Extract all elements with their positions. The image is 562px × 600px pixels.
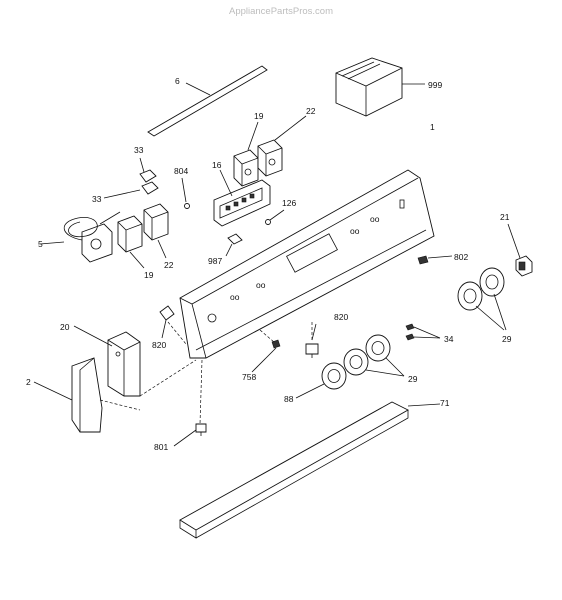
label-16: 16 [212, 160, 222, 170]
clip-987 [225, 233, 243, 257]
label-1: 1 [430, 122, 435, 132]
trim-strip-part [179, 401, 441, 539]
svg-text:oo: oo [350, 226, 360, 236]
label-22a: 22 [306, 106, 316, 116]
label-33b: 33 [92, 194, 102, 204]
label-820a: 820 [152, 340, 166, 350]
label-758: 758 [242, 372, 256, 382]
screw-804 [181, 177, 190, 209]
label-999: 999 [428, 80, 442, 90]
clip-820-left [159, 305, 175, 339]
label-19b: 19 [144, 270, 154, 280]
small-terminal-parts [103, 157, 159, 199]
screws-34 [405, 323, 441, 341]
watermark: AppliancePartsPros.com [229, 6, 333, 17]
screw-802 [417, 255, 453, 265]
svg-text:oo: oo [230, 292, 240, 302]
label-802: 802 [454, 252, 468, 262]
label-29a: 29 [408, 374, 418, 384]
clip-820-center [305, 323, 319, 358]
svg-text:oo: oo [370, 214, 380, 224]
label-5: 5 [38, 239, 43, 249]
label-801: 801 [154, 442, 168, 452]
part-labels: 6 999 19 22 1 33 16 804 33 126 21 5 802 … [26, 76, 512, 452]
screw-126 [265, 209, 285, 225]
label-88: 88 [284, 394, 294, 404]
label-29b: 29 [502, 334, 512, 344]
control-panel-backguard: oo oo oo oo [179, 169, 435, 359]
thermostat-part [39, 211, 121, 263]
label-19a: 19 [254, 111, 264, 121]
rod-part [147, 65, 268, 137]
knobs-right [457, 267, 507, 331]
label-22b: 22 [164, 260, 174, 270]
knobs-center [295, 334, 405, 399]
label-20: 20 [60, 322, 70, 332]
label-33a: 33 [134, 145, 144, 155]
timer-board-part [213, 169, 271, 227]
label-21: 21 [500, 212, 510, 222]
label-2: 2 [26, 377, 31, 387]
label-820b: 820 [334, 312, 348, 322]
label-71: 71 [440, 398, 450, 408]
end-cap-part [33, 357, 103, 433]
upper-switch-pair [233, 115, 307, 187]
screw-758 [251, 339, 281, 373]
rocker-switch-part [507, 223, 533, 277]
lower-switch-pair [117, 203, 169, 269]
clip-801 [173, 423, 207, 447]
label-987: 987 [208, 256, 222, 266]
label-34: 34 [444, 334, 454, 344]
label-804: 804 [174, 166, 188, 176]
manual-box-part [335, 57, 425, 117]
svg-text:oo: oo [256, 280, 266, 290]
label-126: 126 [282, 198, 296, 208]
label-6: 6 [175, 76, 180, 86]
assembly-lines [99, 321, 313, 425]
